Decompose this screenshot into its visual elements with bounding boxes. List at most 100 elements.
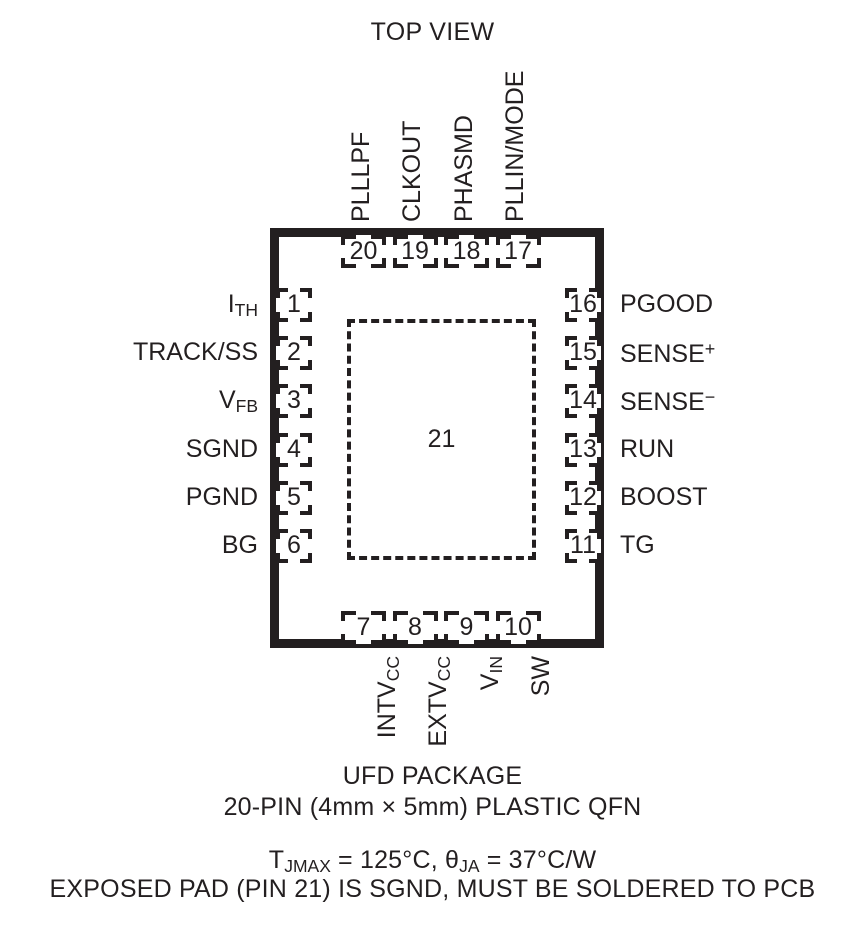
pad-edge-top <box>300 288 312 292</box>
pad-edge-left <box>276 288 280 298</box>
pin-pad-20: 20 <box>341 235 386 268</box>
pin-label-pgnd: PGND <box>185 482 258 511</box>
pad-edge-bottom <box>276 462 288 467</box>
pad-edge-top <box>565 384 577 389</box>
pin-pad-6: 6 <box>276 529 312 563</box>
theta-value: = 37°C/W <box>479 846 597 874</box>
pin-label-pgood: PGOOD <box>620 290 714 318</box>
exposed-pad-edge-right <box>532 319 536 560</box>
pad-edge-bottom <box>565 559 577 563</box>
pad-edge-right <box>308 480 312 491</box>
pad-edge-right <box>433 235 438 245</box>
exposed-pad-edge-left <box>347 319 351 560</box>
pad-edge-right <box>308 432 312 443</box>
pad-edge-right <box>597 480 601 491</box>
pad-edge-bottom <box>300 462 312 467</box>
pad-edge-bottom <box>495 640 511 644</box>
pad-edge-top <box>300 529 312 533</box>
pad-edge-bottom <box>565 366 577 371</box>
pin-label-subscript: FB <box>235 396 258 417</box>
pad-edge-top <box>474 235 489 239</box>
pin-label-subscript: IN <box>485 656 506 674</box>
pad-edge-right <box>308 384 312 395</box>
pin-label-boost: BOOST <box>620 482 708 511</box>
pin-number: 13 <box>569 434 597 463</box>
pad-edge-bottom <box>589 559 601 563</box>
pad-edge-bottom <box>565 318 577 322</box>
pin-pad-16: 16 <box>565 288 601 322</box>
pad-edge-top <box>422 611 438 615</box>
pad-edge-left <box>495 235 500 245</box>
pad-edge-bottom <box>444 264 459 268</box>
pad-edge-top <box>371 611 386 615</box>
pad-edge-bottom <box>276 510 288 515</box>
pad-edge-left <box>565 432 569 443</box>
pad-edge-right <box>433 258 438 268</box>
pad-edge-top <box>565 288 577 292</box>
pad-edge-right <box>382 235 386 245</box>
pad-edge-bottom <box>276 559 288 563</box>
pad-edge-left <box>276 553 280 563</box>
pin-pad-12: 12 <box>565 480 601 515</box>
pad-edge-top <box>300 336 312 341</box>
exposed-pad-area: 21 <box>347 319 536 560</box>
pad-edge-left <box>276 432 280 443</box>
pin-pad-14: 14 <box>565 384 601 419</box>
pad-edge-top <box>495 611 511 615</box>
pad-edge-left <box>444 611 448 621</box>
pin-label-superscript: − <box>704 387 716 408</box>
pad-edge-left <box>392 258 397 268</box>
pin-number: 5 <box>287 482 301 511</box>
package-name-caption: UFD PACKAGE <box>342 762 523 790</box>
pin-pad-3: 3 <box>276 384 312 419</box>
pad-edge-right <box>308 529 312 539</box>
pad-edge-bottom <box>300 366 312 371</box>
pad-edge-left <box>276 480 280 491</box>
pad-edge-right <box>597 432 601 443</box>
pad-edge-top <box>565 480 577 485</box>
pad-edge-bottom <box>589 510 601 515</box>
pad-edge-top <box>525 611 541 615</box>
pad-edge-right <box>308 408 312 419</box>
pad-edge-bottom <box>341 264 356 268</box>
pad-edge-right <box>597 553 601 563</box>
pad-edge-top <box>371 235 386 239</box>
pin-number: 19 <box>401 236 429 265</box>
pad-edge-top <box>589 480 601 485</box>
pin-number: 4 <box>287 434 301 463</box>
pad-edge-top <box>276 432 288 437</box>
pad-edge-bottom <box>300 318 312 322</box>
pad-edge-right <box>308 288 312 298</box>
pad-edge-bottom <box>371 264 386 268</box>
pad-edge-top <box>525 235 541 239</box>
pad-edge-right <box>308 456 312 467</box>
pad-edge-top <box>565 336 577 341</box>
pad-edge-left <box>495 611 500 621</box>
theta-subscript: JA <box>459 855 480 876</box>
pad-edge-top <box>276 288 288 292</box>
pin-number: 12 <box>569 482 597 511</box>
pad-edge-bottom <box>300 510 312 515</box>
pad-edge-top <box>474 611 489 615</box>
pin-label-sense: SENSE− <box>620 387 716 417</box>
pin-number: 20 <box>349 236 378 265</box>
pad-edge-right <box>536 258 541 268</box>
pad-edge-bottom <box>300 559 312 563</box>
package-body-outline <box>270 228 604 648</box>
pin-pad-10: 10 <box>495 611 541 644</box>
pad-edge-left <box>341 611 345 621</box>
pad-edge-right <box>597 408 601 419</box>
pad-edge-left <box>565 529 569 539</box>
pad-edge-top <box>589 384 601 389</box>
exposed-pad-note: EXPOSED PAD (PIN 21) IS SGND, MUST BE SO… <box>49 875 816 903</box>
pin-pad-11: 11 <box>565 529 601 563</box>
pad-edge-left <box>495 634 500 644</box>
pin-label-sense: SENSE+ <box>620 339 716 369</box>
pin-number: 11 <box>570 531 596 559</box>
pin-number: 15 <box>569 338 597 367</box>
pad-edge-top <box>565 432 577 437</box>
tjmax-symbol: T <box>268 846 285 874</box>
pad-edge-left <box>276 456 280 467</box>
exposed-pad-edge-bottom <box>347 556 536 560</box>
pin-pad-2: 2 <box>276 336 312 371</box>
